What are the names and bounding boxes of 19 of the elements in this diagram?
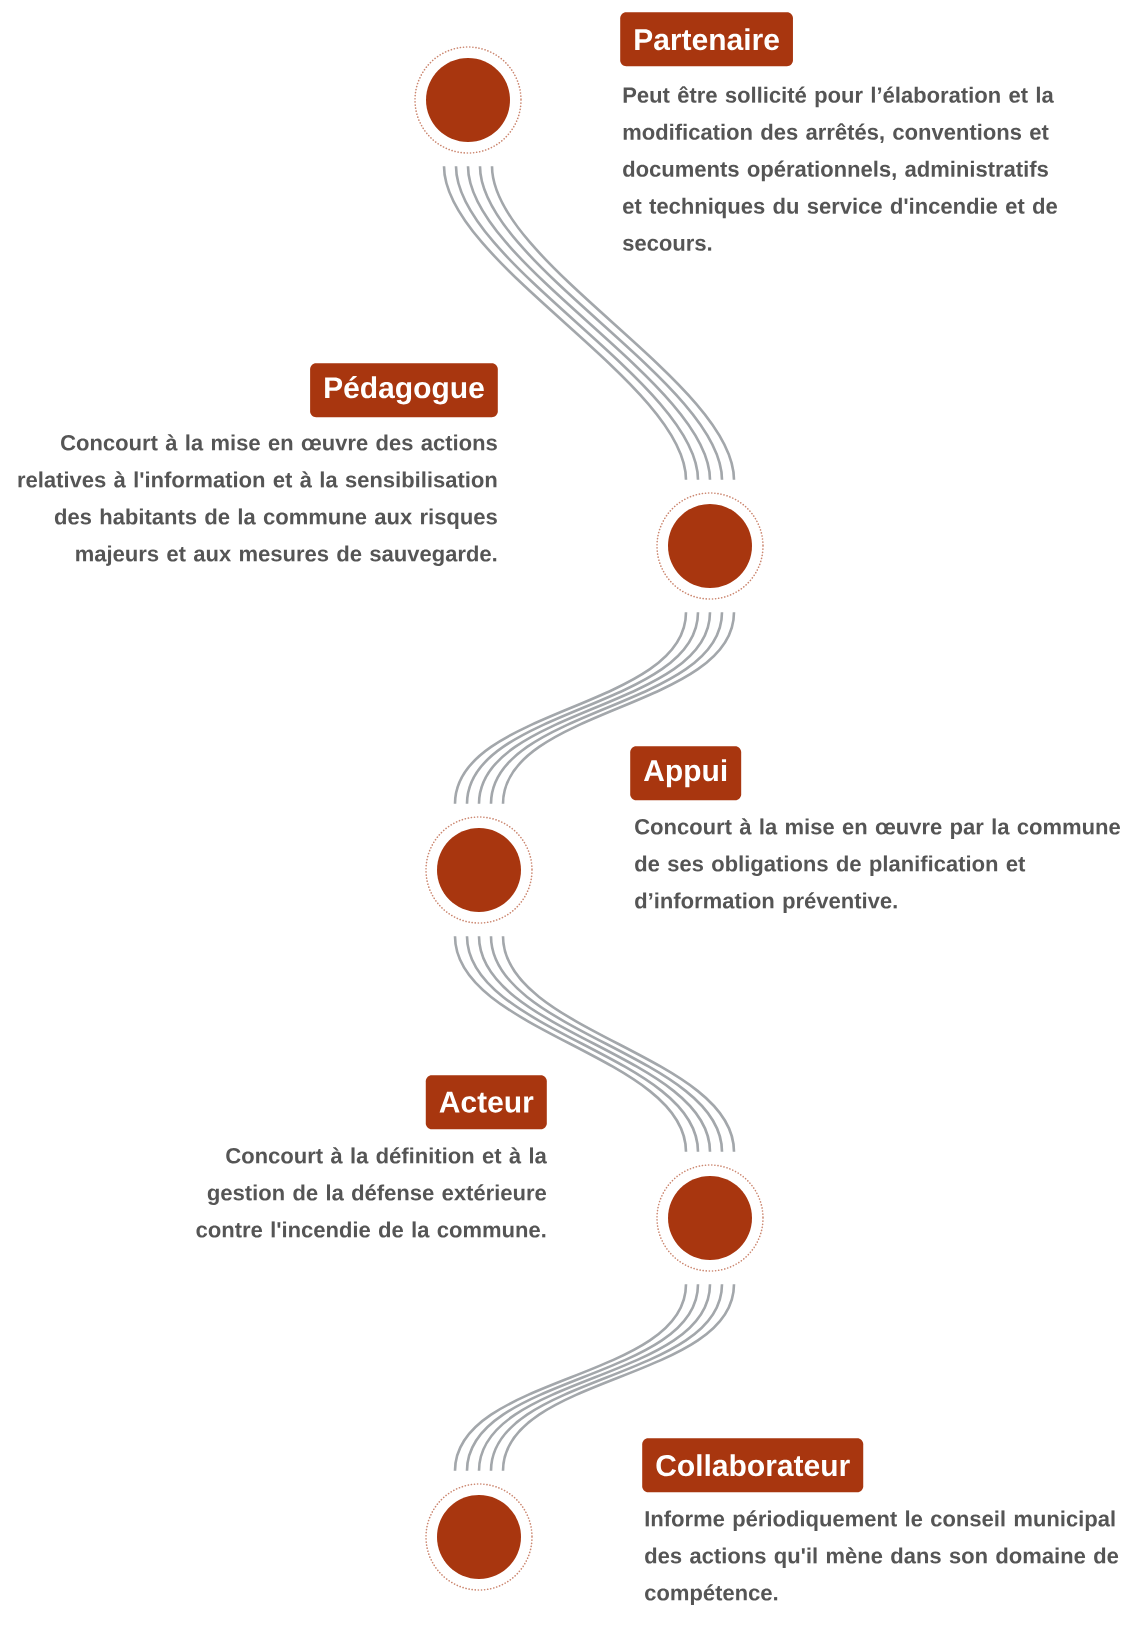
heading-box: Partenaire [620, 12, 793, 67]
circle-marker [425, 816, 533, 924]
heading-box: Acteur [425, 1075, 547, 1130]
description-text: Peut être sollicité pour l’élaboration et la modification des arrêtés, conventions et documents opérationnels, administratifs et techniques du service d'incendie et de secours. [622, 86, 1057, 251]
wavy-connector [453, 934, 736, 1154]
description-text: Concourt à la définition et à la gestion de la défense extérieure contre l'incendie de la commune. [196, 1147, 547, 1238]
description-text: Concourt à la mise en œuvre des actions relatives à l'information et à la sensibilisation des habitants de la commune aux risques majeurs et aux mesures de sauvegarde. [18, 434, 497, 566]
wavy-connector [453, 610, 736, 806]
circle-marker [656, 492, 764, 600]
heading-box: Appui [630, 746, 742, 801]
circle-marker [656, 1164, 764, 1272]
wavy-connector [453, 1282, 736, 1473]
wavy-connector [442, 164, 736, 482]
heading-box: Pédagogue [310, 363, 498, 418]
description-text: Informe périodiquement le conseil municipal des actions qu'il mène dans son domaine de compétence. [645, 1510, 1119, 1605]
heading-box: Collaborateur [642, 1438, 864, 1493]
circle-marker [425, 1483, 533, 1591]
description-text: Concourt à la mise en œuvre par la commune de ses obligations de planification et d’information préventive. [635, 818, 1120, 913]
circle-marker [414, 46, 522, 154]
